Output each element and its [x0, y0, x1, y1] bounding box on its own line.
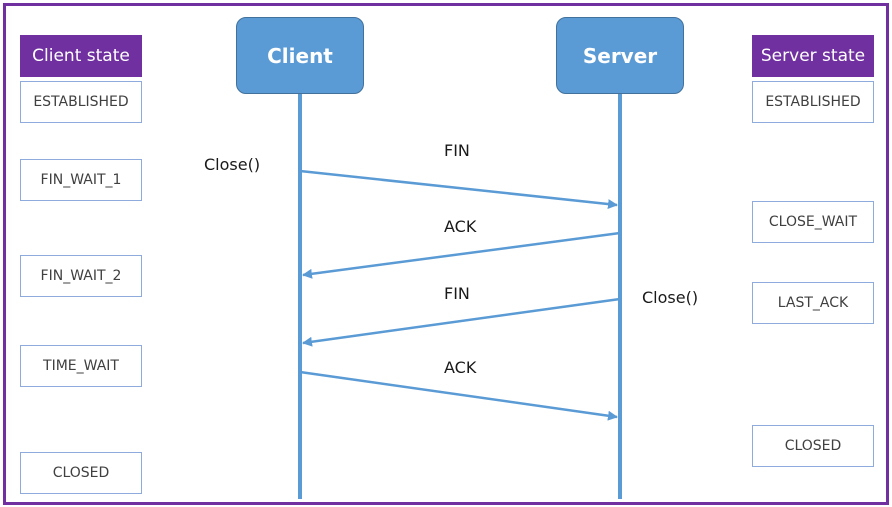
ack-arrow-server-to-client: [302, 231, 621, 279]
client-state-time-wait: TIME_WAIT: [20, 345, 142, 387]
client-close-call: Close(): [204, 155, 261, 174]
client-state-established: ESTABLISHED: [20, 81, 142, 123]
diagram-frame: [3, 3, 889, 505]
message-label-fin-1: FIN: [444, 141, 470, 160]
server-state-header: Server state: [752, 35, 874, 77]
fin-arrow-server-to-client: [302, 297, 621, 347]
client-state-header: Client state: [20, 35, 142, 77]
message-label-fin-2: FIN: [444, 284, 470, 303]
server-node: Server: [556, 17, 684, 94]
server-state-close-wait: CLOSE_WAIT: [752, 201, 874, 243]
server-state-established: ESTABLISHED: [752, 81, 874, 123]
client-state-fin-wait-1: FIN_WAIT_1: [20, 159, 142, 201]
message-label-ack-2: ACK: [444, 358, 477, 377]
fin-arrow-client-to-server: [299, 169, 618, 210]
client-state-closed: CLOSED: [20, 452, 142, 494]
ack-arrow-client-to-server: [299, 370, 618, 421]
client-state-fin-wait-2: FIN_WAIT_2: [20, 255, 142, 297]
client-node: Client: [236, 17, 364, 94]
message-label-ack-1: ACK: [444, 217, 477, 236]
server-state-last-ack: LAST_ACK: [752, 282, 874, 324]
server-state-closed: CLOSED: [752, 425, 874, 467]
server-close-call: Close(): [642, 288, 699, 307]
